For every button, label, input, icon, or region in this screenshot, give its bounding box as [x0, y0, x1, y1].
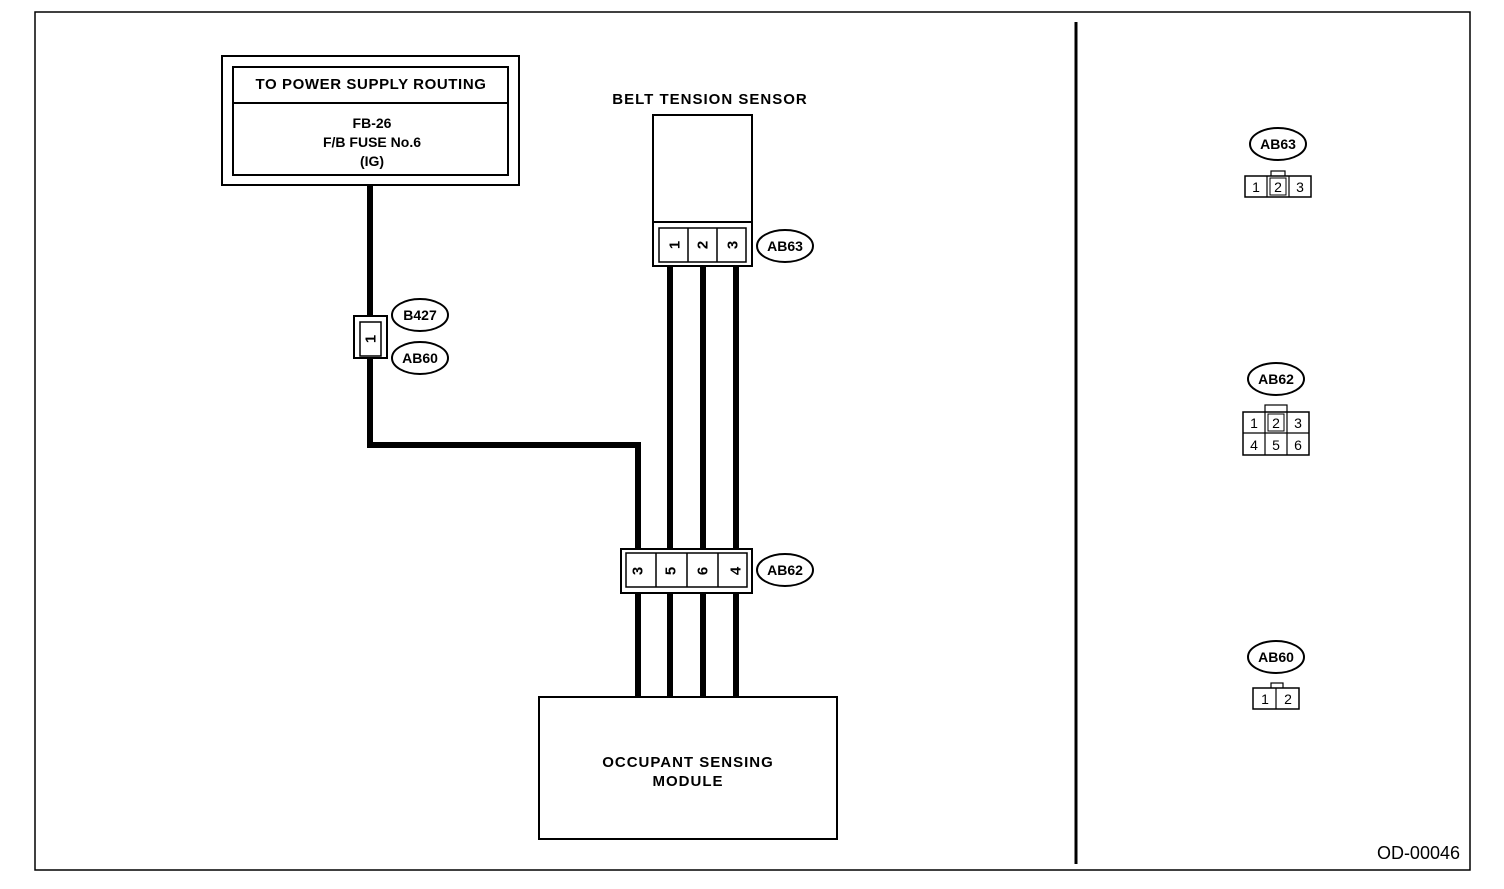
legend-ab63-pin-2: 2	[1274, 179, 1282, 195]
ab62-label: AB62	[767, 562, 803, 578]
ab63-connector-inner	[658, 227, 747, 263]
ab63-pin-3: 3	[725, 241, 742, 249]
legend-ab63-oval	[1249, 127, 1307, 161]
legend-ab60-pin-2: 2	[1284, 691, 1292, 707]
ab62-pin-4: 4	[728, 566, 745, 575]
legend-ab62-pin-2: 2	[1272, 415, 1280, 431]
ab63-connector-outer	[652, 221, 753, 267]
power-supply-box-outer	[221, 55, 520, 186]
legend-ab63-pin-1: 1	[1252, 179, 1260, 195]
ab62-pin-3: 3	[630, 567, 647, 575]
legend-ab62-label: AB62	[1258, 371, 1294, 387]
legend-ab63-body	[1244, 175, 1312, 198]
inline-connector-inner	[359, 321, 382, 357]
inline-connector-pin: 1	[363, 335, 380, 343]
ab63-label-oval	[756, 229, 814, 263]
belt-tension-sensor-body	[652, 114, 753, 223]
wires	[367, 185, 739, 697]
power-supply-line-1: FB-26	[352, 115, 392, 131]
power-supply-title: TO POWER SUPPLY ROUTING	[255, 76, 487, 93]
legend-ab60-oval	[1247, 640, 1305, 674]
power-supply-line-3: (IG)	[359, 153, 385, 169]
legend-ab62-pin-3: 3	[1294, 415, 1302, 431]
legend-ab62-oval	[1247, 362, 1305, 396]
outer-frame	[34, 11, 1471, 871]
ab62-pin-5: 5	[663, 567, 680, 575]
occupant-sensing-module-box	[538, 696, 838, 840]
power-supply-line-2: F/B FUSE No.6	[322, 134, 421, 150]
module-line-1: OCCUPANT SENSING	[602, 754, 774, 771]
legend-ab62-pin-5: 5	[1272, 437, 1280, 453]
ab62-label-oval	[756, 553, 814, 587]
legend-ab63-pin-3: 3	[1296, 179, 1304, 195]
occupant-sensing-module-label: OCCUPANT SENSING MODULE	[540, 753, 836, 791]
ab60-label-oval	[391, 341, 449, 375]
legend-ab62-pin-6: 6	[1294, 437, 1302, 453]
ab63-pin-2: 2	[695, 241, 712, 249]
ab63-label: AB63	[767, 238, 803, 254]
legend-ab63-label: AB63	[1260, 136, 1296, 152]
b427-label-oval	[391, 298, 449, 332]
module-line-2: MODULE	[652, 773, 724, 790]
ab60-label: AB60	[402, 350, 438, 366]
legend-ab62-pin-4: 4	[1250, 437, 1258, 453]
ab63-pin-1: 1	[667, 241, 684, 249]
wire-inline-to-ab62-3	[367, 358, 641, 552]
legend-ab60-label: AB60	[1258, 649, 1294, 665]
ab62-pin-6: 6	[695, 567, 712, 575]
power-supply-box-inner	[232, 66, 509, 176]
legend-ab62-pin-1: 1	[1250, 415, 1258, 431]
b427-label: B427	[403, 307, 437, 323]
power-supply-details: FB-26 F/B FUSE No.6 (IG)	[236, 114, 508, 171]
belt-tension-sensor-label: BELT TENSION SENSOR	[612, 91, 808, 108]
diagram-code: OD-00046	[1376, 843, 1460, 863]
legend-ab60-pin-1: 1	[1261, 691, 1269, 707]
